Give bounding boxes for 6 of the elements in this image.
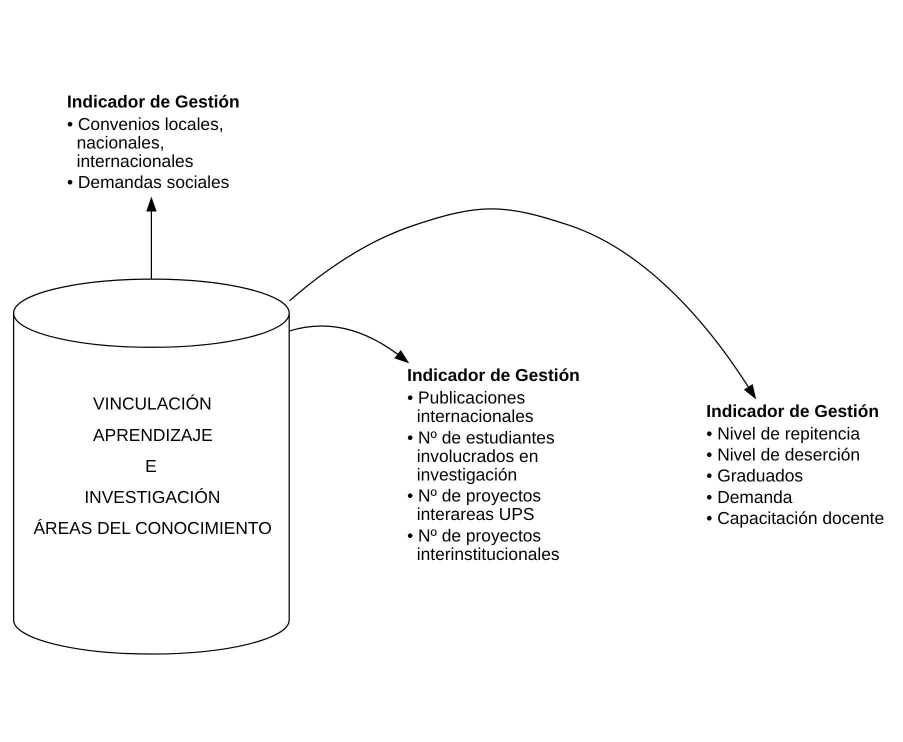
- arrow: [146, 196, 157, 280]
- node-text: Indicador de Gestión • Publicaciones internacionales • Nº de estudiantes involucrados en investigación • Nº de proyectos interareas UPS • Nº de proyectos interinstitucionales: [407, 365, 580, 564]
- node-text: Indicador de Gestión • Nivel de repitencia • Nivel de deserción • Graduados • Demanda • Capacitación docente: [706, 401, 884, 528]
- node-text: Indicador de Gestión • Convenios locales, nacionales, internacionales • Demandas sociales: [66, 91, 240, 192]
- arrow: [289, 325, 410, 364]
- arrow: [289, 208, 756, 400]
